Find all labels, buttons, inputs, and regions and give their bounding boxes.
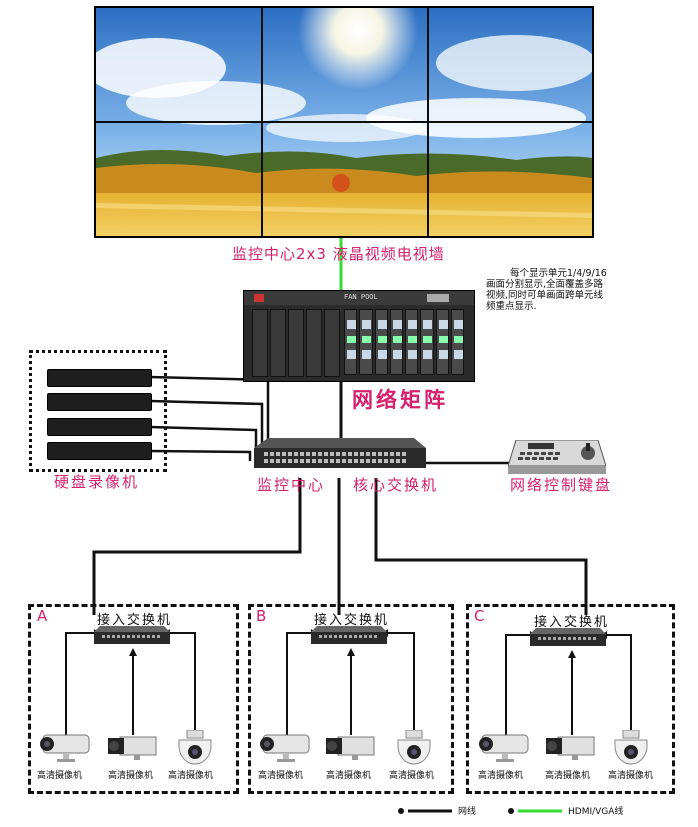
network-line-a-cam1 [65, 632, 94, 735]
network-line-nvr-2 [149, 399, 264, 455]
network-line-b-cam1 [286, 632, 311, 735]
group-letter-b: B [256, 607, 267, 625]
camera-label: 高清摄像机 [37, 771, 83, 781]
nvr-unit-3 [47, 418, 152, 436]
matrix-note: 每个显示单元1/4/9/16 画面分割显示,全面覆盖多路 视频,同时可单画面跨单… [486, 268, 607, 312]
dome-camera-icon [175, 729, 215, 766]
network-matrix-device: FAN POOL [243, 290, 475, 382]
access-group-c [466, 604, 675, 794]
network-line-core-a [92, 478, 302, 615]
legend-hdmi-label: HDMI/VGA线 [568, 807, 624, 817]
camera-label: 高清摄像机 [545, 771, 591, 781]
box-camera-icon [106, 733, 160, 763]
core-switch-label-left: 监控中心 [257, 476, 326, 494]
camera-label: 高清摄像机 [108, 771, 154, 781]
network-line-nvr-4 [149, 449, 252, 461]
dome-camera-icon [611, 729, 651, 766]
core-switch-device [254, 438, 426, 468]
dome-camera-icon [394, 729, 434, 766]
nvr-unit-1 [47, 369, 152, 387]
box-camera-icon [544, 733, 598, 763]
access-switch-c [530, 628, 606, 648]
core-switch-label-right: 核心交换机 [353, 476, 439, 494]
network-line-c-cam3 [607, 634, 632, 735]
access-group-a [28, 604, 239, 794]
access-group-b [248, 604, 454, 794]
camera-label: 高清摄像机 [478, 771, 524, 781]
access-switch-label-a: 接入交换机 [97, 613, 173, 628]
access-switch-a [94, 626, 170, 646]
group-letter-a: A [37, 607, 48, 625]
nvr-unit-2 [47, 393, 152, 411]
video-wall-caption: 监控中心2x3 液晶视频电视墙 [232, 245, 445, 263]
camera-label: 高清摄像机 [608, 771, 654, 781]
network-line-a-cam3 [170, 632, 196, 735]
legend-hdmi-swatch [508, 808, 562, 814]
access-switch-label-c: 接入交换机 [534, 615, 610, 630]
legend: 网线 HDMI/VGA线 [396, 803, 686, 819]
bullet-camera-icon [476, 733, 532, 763]
nvr-group [29, 350, 167, 472]
box-camera-icon [324, 733, 378, 763]
keyboard-label: 网络控制键盘 [510, 476, 613, 494]
camera-label: 高清摄像机 [168, 771, 214, 781]
legend-network-swatch [398, 808, 452, 814]
access-switch-label-b: 接入交换机 [314, 613, 390, 628]
network-line-core-c [374, 478, 588, 615]
network-line-c-cam1 [505, 634, 530, 735]
bullet-camera-icon [257, 733, 313, 763]
matrix-panel-text: FAN POOL [344, 293, 378, 301]
bullet-camera-icon [37, 733, 93, 763]
legend-network-label: 网线 [458, 807, 477, 817]
matrix-label: 网络矩阵 [352, 388, 448, 412]
nvr-unit-4 [47, 442, 152, 460]
camera-label: 高清摄像机 [389, 771, 435, 781]
nvr-label: 硬盘录像机 [54, 473, 140, 491]
network-line-b-cam3 [388, 632, 415, 735]
network-keyboard-device [507, 439, 607, 474]
access-switch-b [311, 626, 387, 646]
group-letter-c: C [474, 607, 485, 625]
camera-label: 高清摄像机 [326, 771, 372, 781]
network-line-nvr-1 [149, 375, 270, 452]
video-wall [86, 0, 596, 238]
camera-label: 高清摄像机 [258, 771, 304, 781]
